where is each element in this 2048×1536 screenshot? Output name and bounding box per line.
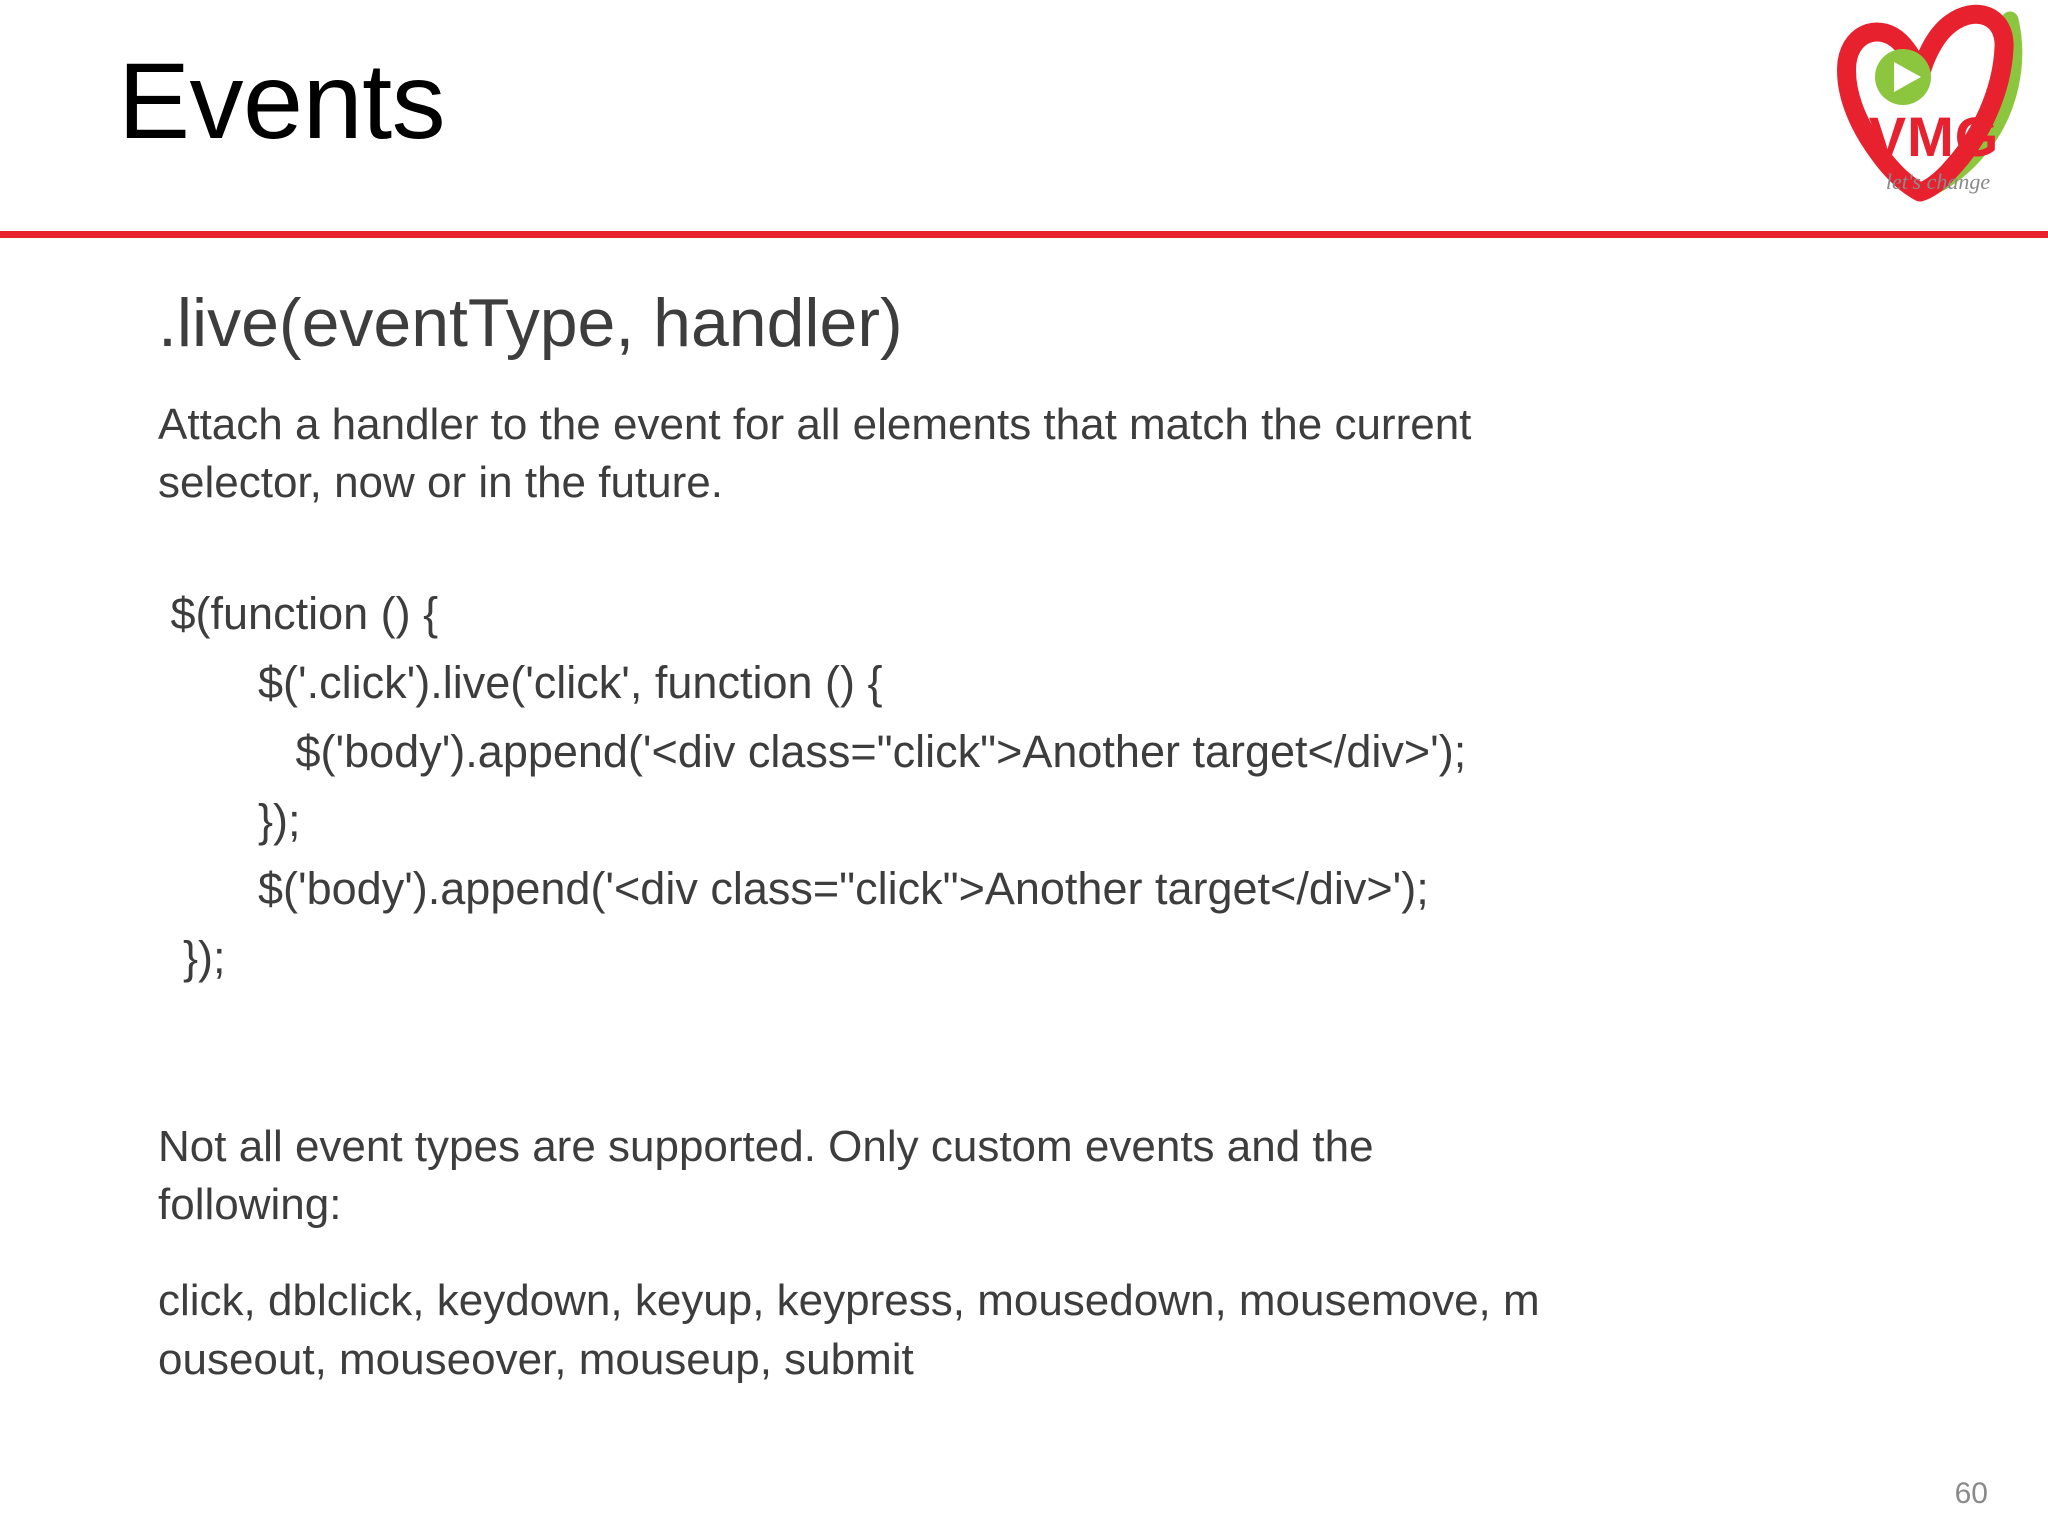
event-types-list: click, dblclick, keydown, keyup, keypres… xyxy=(158,1272,1978,1389)
header-divider xyxy=(0,231,2048,238)
vmg-logo: VMG let's change xyxy=(1834,4,2034,226)
code-block: $(function () { $('.click').live('click'… xyxy=(158,580,2018,993)
note-line: Not all event types are supported. Only … xyxy=(158,1122,1374,1171)
note-line: following: xyxy=(158,1180,342,1230)
description-line: selector, now or in the future. xyxy=(158,458,723,508)
code-line: $('body').append('<div class="click">Ano… xyxy=(158,863,1429,915)
event-types-line: ouseout, mouseover, mouseup, submit xyxy=(158,1334,914,1384)
page-number: 60 xyxy=(1954,1477,1988,1510)
code-line: $('.click').live('click', function () { xyxy=(158,656,883,708)
section-heading: .live(eventType, handler) xyxy=(158,285,903,361)
code-line: }); xyxy=(158,932,226,984)
note-block: Not all event types are supported. Only … xyxy=(158,1118,1918,1234)
play-icon xyxy=(1894,62,1921,92)
description-block: Attach a handler to the event for all el… xyxy=(158,396,1838,512)
event-types-line: click, dblclick, keydown, keyup, keypres… xyxy=(158,1276,1540,1325)
logo-tagline: let's change xyxy=(1886,169,1991,194)
page-title: Events xyxy=(118,40,446,161)
code-line: }); xyxy=(158,794,301,846)
logo-wordmark: VMG xyxy=(1869,105,2000,168)
code-line: $('body').append('<div class="click">Ano… xyxy=(158,725,1467,777)
description-line: Attach a handler to the event for all el… xyxy=(158,400,1472,449)
code-line: $(function () { xyxy=(158,588,439,639)
